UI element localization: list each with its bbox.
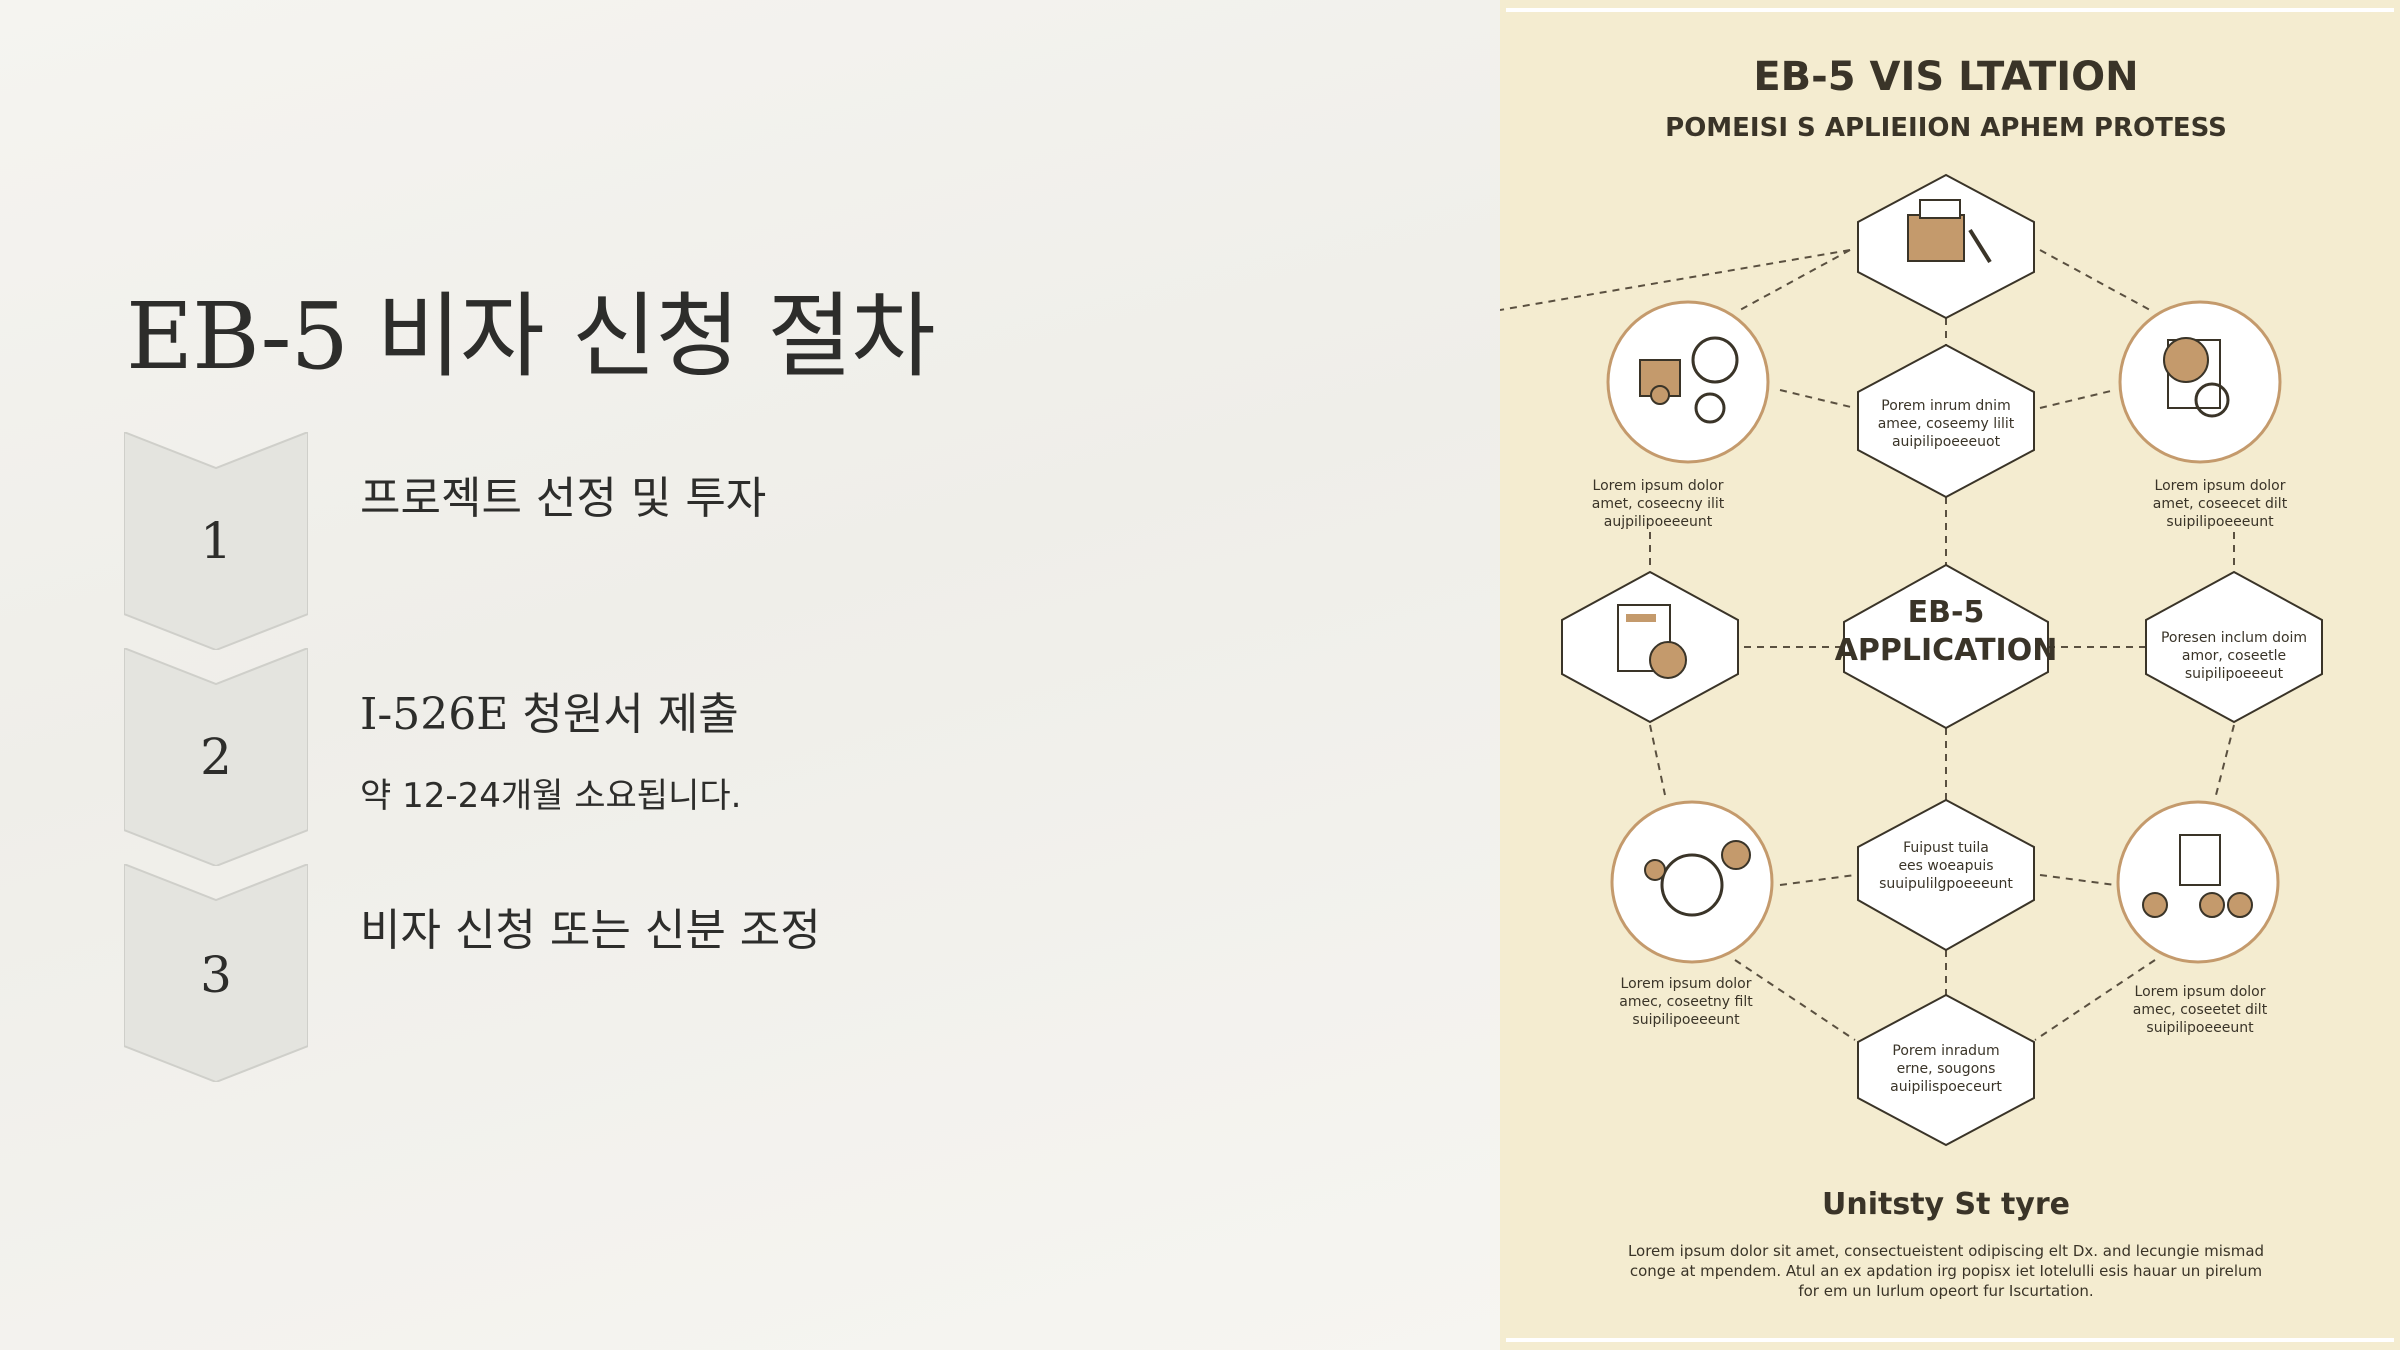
svg-text:amor, coseetle: amor, coseetle bbox=[2182, 648, 2286, 664]
svg-text:suipilipoeeeut: suipilipoeeeut bbox=[2185, 666, 2284, 682]
svg-text:amec, coseetny filt: amec, coseetny filt bbox=[1619, 994, 1753, 1010]
hexagon-low-mid: Fuipust tuila ees woeapuis suuipulilgpoe… bbox=[1857, 798, 2035, 952]
step-2-title: I-526E 청원서 제출 bbox=[360, 689, 739, 740]
step-3-chevron: 3 bbox=[124, 864, 308, 1082]
svg-text:Lorem ipsum dolor: Lorem ipsum dolor bbox=[2155, 478, 2286, 494]
svg-text:Poresen inclum doim: Poresen inclum doim bbox=[2161, 630, 2307, 646]
hexagon-center: EB-5 APPLICATION bbox=[1835, 563, 2058, 730]
hexagon-left bbox=[1561, 570, 1739, 724]
svg-text:suipilipoeeeunt: suipilipoeeeunt bbox=[1632, 1012, 1740, 1028]
infographic-subtitle: POMEISI S APLIEIION APHEM PROTESS bbox=[1665, 113, 2227, 143]
center-label-line2: APPLICATION bbox=[1835, 633, 2058, 668]
svg-text:aujpilipoeeeunt: aujpilipoeeeunt bbox=[1604, 514, 1713, 530]
svg-text:suipilipoeeeunt: suipilipoeeeunt bbox=[2166, 514, 2274, 530]
infographic-image: EB-5 VIS LTATION POMEISI S APLIEIION APH… bbox=[1500, 8, 2394, 1342]
caption-lower-left: Lorem ipsum dolor amec, coseetny filt su… bbox=[1619, 976, 1753, 1028]
svg-text:Lorem ipsum dolor: Lorem ipsum dolor bbox=[1593, 478, 1724, 494]
svg-text:ees woeapuis: ees woeapuis bbox=[1898, 858, 1993, 874]
footer-line-3: for em un Iurlum opeort fur Iscurtation. bbox=[1798, 1282, 2093, 1300]
step-3-number: 3 bbox=[200, 946, 232, 1004]
circle-icon-lower-right bbox=[2116, 800, 2280, 964]
caption-upper-left: Lorem ipsum dolor amet, coseecny ilit au… bbox=[1592, 478, 1725, 530]
svg-text:Fuipust tuila: Fuipust tuila bbox=[1903, 840, 1989, 856]
svg-text:amec, coseetet dilt: amec, coseetet dilt bbox=[2133, 1002, 2268, 1018]
svg-text:Porem inrum dnim: Porem inrum dnim bbox=[1881, 398, 2010, 414]
chevron-shape bbox=[124, 432, 308, 650]
hexagon-top-mid: Porem inrum dnim amee, coseemy lilit aui… bbox=[1857, 343, 2035, 499]
caption-upper-right: Lorem ipsum dolor amet, coseecet dilt su… bbox=[2153, 478, 2288, 530]
hexagon-right: Poresen inclum doim amor, coseetle suipi… bbox=[2145, 570, 2323, 724]
svg-text:Porem inradum: Porem inradum bbox=[1892, 1043, 1999, 1059]
svg-text:auipilispoeceurt: auipilispoeceurt bbox=[1890, 1079, 2002, 1095]
footer-line-1: Lorem ipsum dolor sit amet, consectueist… bbox=[1628, 1242, 2264, 1260]
infographic-title: EB-5 VIS LTATION bbox=[1753, 54, 2138, 100]
circle-icon-upper-right bbox=[2118, 300, 2282, 464]
chevron-shape bbox=[124, 864, 308, 1082]
svg-text:suipilipoeeeunt: suipilipoeeeunt bbox=[2146, 1020, 2254, 1036]
step-2-chevron: 2 bbox=[124, 648, 308, 866]
center-label-line1: EB-5 bbox=[1908, 595, 1985, 630]
connector-lines bbox=[1500, 249, 2235, 1041]
infographic-panel: EB-5 VIS LTATION POMEISI S APLIEIION APH… bbox=[1500, 0, 2400, 1350]
step-1-chevron: 1 bbox=[124, 432, 308, 650]
step-1-title: 프로젝트 선정 및 투자 bbox=[360, 473, 767, 524]
svg-text:Lorem ipsum dolor: Lorem ipsum dolor bbox=[1621, 976, 1752, 992]
hexagon-bottom: Porem inradum erne, sougons auipilispoec… bbox=[1857, 993, 2035, 1147]
chevron-shape bbox=[124, 648, 308, 866]
step-1-number: 1 bbox=[200, 512, 232, 570]
step-2-description: 약 12-24개월 소요됩니다. bbox=[360, 776, 742, 816]
svg-text:amee, coseemy lilit: amee, coseemy lilit bbox=[1878, 416, 2015, 432]
footer-title: Unitsty St tyre bbox=[1822, 1187, 2070, 1222]
page-title: EB-5 비자 신청 절차 bbox=[126, 283, 936, 390]
top-hexagon bbox=[1857, 173, 2035, 320]
footer-line-2: conge at mpendem. Atul an ex apdation ir… bbox=[1630, 1262, 2262, 1280]
svg-text:erne, sougons: erne, sougons bbox=[1897, 1061, 1996, 1077]
circle-icon-upper-left bbox=[1606, 300, 1770, 464]
svg-text:Lorem ipsum dolor: Lorem ipsum dolor bbox=[2135, 984, 2266, 1000]
caption-lower-right: Lorem ipsum dolor amec, coseetet dilt su… bbox=[2133, 984, 2268, 1036]
step-2-number: 2 bbox=[200, 728, 232, 786]
svg-text:auipilipoeeeuot: auipilipoeeeuot bbox=[1892, 434, 2001, 450]
svg-text:suuipulilgpoeeeunt: suuipulilgpoeeeunt bbox=[1879, 876, 2013, 892]
svg-text:amet, coseecny ilit: amet, coseecny ilit bbox=[1592, 496, 1725, 512]
svg-text:amet, coseecet dilt: amet, coseecet dilt bbox=[2153, 496, 2288, 512]
step-3-title: 비자 신청 또는 신분 조정 bbox=[360, 905, 821, 956]
circle-icon-lower-left bbox=[1610, 800, 1774, 964]
